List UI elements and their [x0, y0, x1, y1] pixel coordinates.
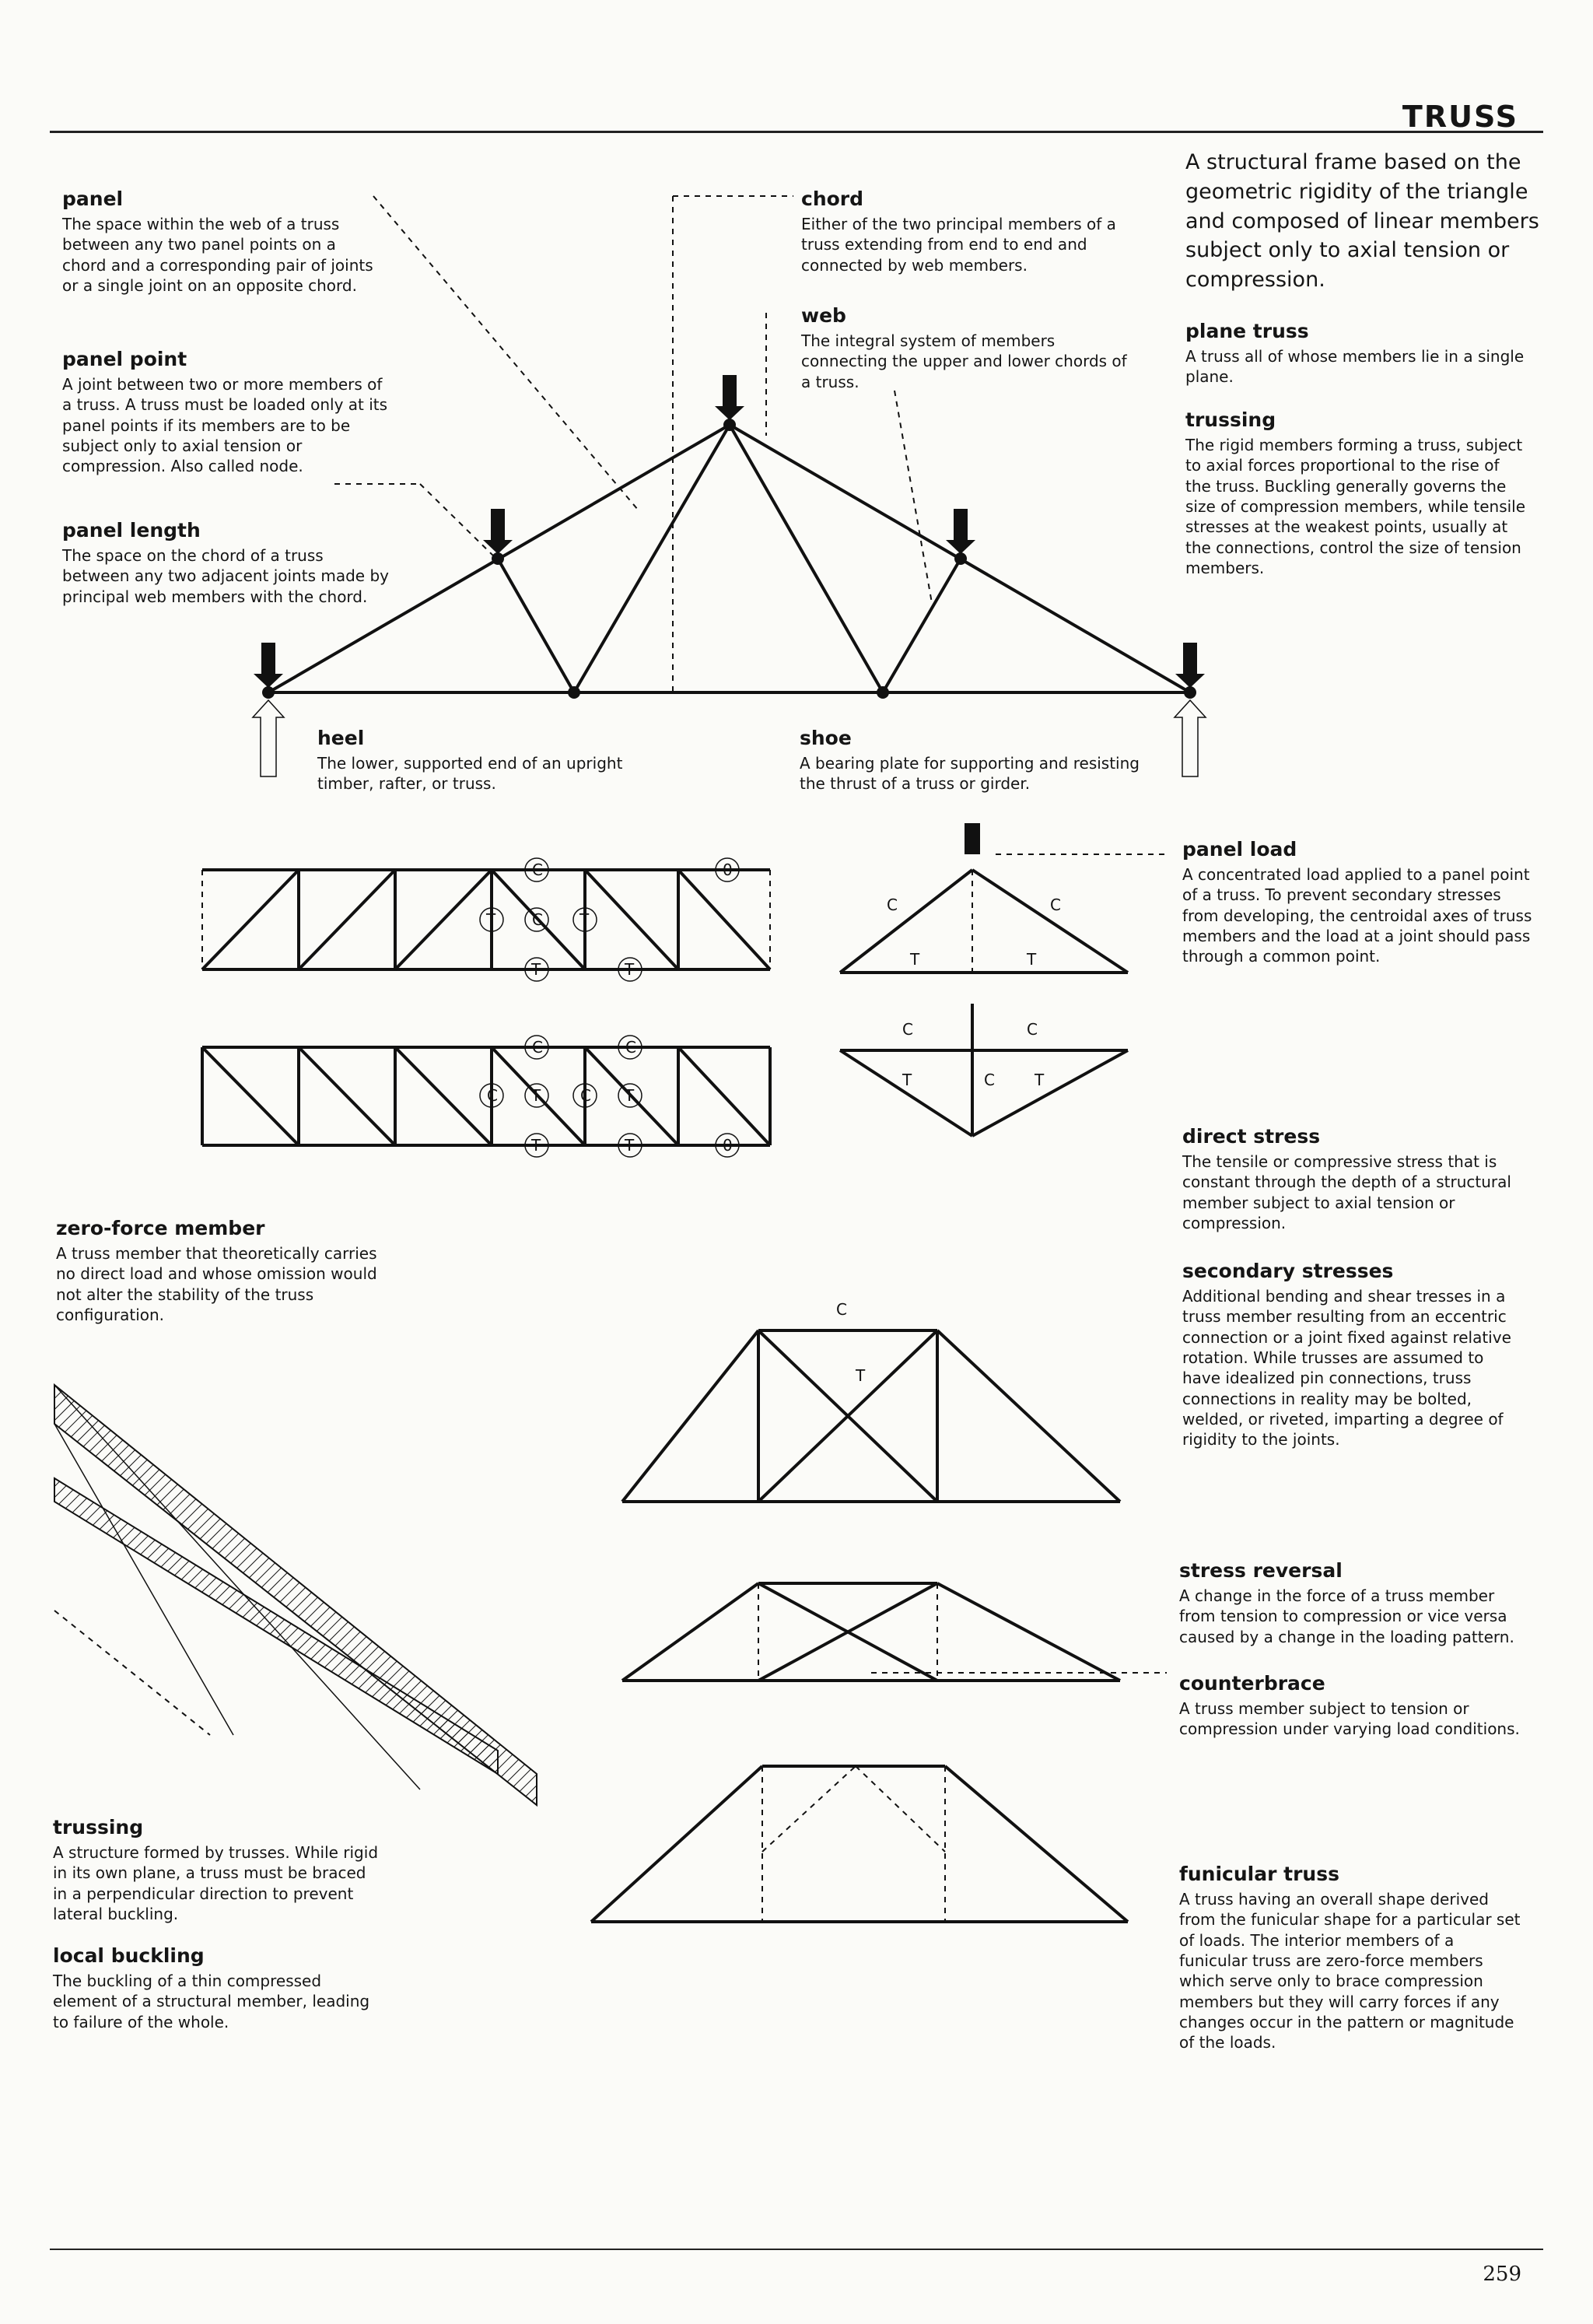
label-c: C	[625, 1038, 636, 1057]
entry-shoe: shoe A bearing plate for supporting and …	[800, 727, 1142, 794]
term-shoe: shoe	[800, 727, 852, 749]
term-funicular-truss: funicular truss	[1179, 1863, 1339, 1885]
term-zero-force-member: zero-force member	[56, 1217, 265, 1239]
stress-reversal-truss	[621, 1582, 1167, 1682]
label-t: T	[855, 1366, 866, 1385]
def-direct-stress: The tensile or compressive stress that i…	[1182, 1151, 1511, 1232]
label-t: T	[1034, 1071, 1045, 1089]
parallel-chord-truss-bottom: C C C T C T T T 0	[201, 1035, 772, 1158]
def-panel-load: A concentrated load applied to a panel p…	[1182, 864, 1532, 966]
label-c: C	[1027, 1020, 1038, 1039]
def-funicular-truss: A truss having an overall shape derived …	[1179, 1889, 1521, 2052]
def-panel-point: A joint between two or more members of a…	[62, 374, 388, 476]
label-t: T	[1026, 950, 1037, 969]
section-title: TRUSS	[1402, 100, 1518, 134]
term-plane-truss: plane truss	[1185, 320, 1309, 342]
entry-panel: panel The space within the web of a trus…	[62, 188, 373, 296]
label-zero: 0	[723, 861, 733, 879]
def-zero-force-member: A truss member that theoretically carrie…	[56, 1243, 377, 1324]
main-truss-diagram	[251, 195, 1207, 777]
label-t: T	[902, 1071, 912, 1089]
term-panel: panel	[62, 188, 124, 210]
label-t: T	[530, 960, 541, 979]
label-c: C	[984, 1071, 995, 1089]
def-web: The integral system of members connectin…	[801, 331, 1127, 391]
label-t: T	[909, 950, 920, 969]
entry-counterbrace: counterbrace A truss member subject to t…	[1179, 1672, 1521, 1740]
def-trussing-structure: A structure formed by trusses. While rig…	[53, 1842, 379, 1923]
entry-panel-point: panel point A joint between two or more …	[62, 348, 389, 477]
term-trussing-members: trussing	[1185, 408, 1276, 431]
label-c: C	[887, 896, 898, 914]
page-number: 259	[1483, 2263, 1521, 2286]
term-direct-stress: direct stress	[1182, 1125, 1321, 1148]
label-t: T	[530, 1086, 541, 1105]
def-local-buckling: The buckling of a thin compressed elemen…	[53, 1971, 370, 2031]
label-t: T	[485, 910, 496, 929]
term-heel: heel	[317, 727, 365, 749]
entry-trussing-members: trussing The rigid members forming a tru…	[1185, 408, 1528, 578]
term-web: web	[801, 304, 846, 327]
term-chord: chord	[801, 188, 864, 210]
space-truss-sketch	[54, 1383, 537, 1807]
entry-web: web The integral system of members conne…	[801, 304, 1128, 392]
entry-panel-length: panel length The space on the chord of a…	[62, 519, 389, 607]
def-shoe: A bearing plate for supporting and resis…	[800, 753, 1140, 794]
label-t: T	[624, 1136, 635, 1155]
entry-plane-truss: plane truss A truss all of whose members…	[1185, 320, 1528, 387]
entry-stress-reversal: stress reversal A change in the force of…	[1179, 1559, 1521, 1647]
entry-heel: heel The lower, supported end of an upri…	[317, 727, 644, 794]
term-local-buckling: local buckling	[53, 1944, 205, 1967]
def-panel-length: The space on the chord of a truss betwee…	[62, 545, 389, 606]
def-chord: Either of the two principal members of a…	[801, 214, 1116, 275]
def-counterbrace: A truss member subject to tension or com…	[1179, 1698, 1520, 1739]
label-c: C	[580, 1086, 591, 1105]
def-stress-reversal: A change in the force of a truss member …	[1179, 1586, 1514, 1646]
intro-definition: A structural frame based on the geometri…	[1185, 150, 1539, 293]
label-c: C	[487, 1086, 498, 1105]
def-panel: The space within the web of a truss betw…	[62, 214, 373, 295]
def-secondary-stresses: Additional bending and shear tresses in …	[1182, 1286, 1511, 1449]
def-plane-truss: A truss all of whose members lie in a si…	[1185, 346, 1525, 387]
header-rule	[50, 131, 1543, 133]
def-trussing-members: The rigid members forming a truss, subje…	[1185, 435, 1526, 578]
term-panel-length: panel length	[62, 519, 201, 542]
label-c: C	[902, 1020, 913, 1039]
term-panel-point: panel point	[62, 348, 187, 370]
label-t: T	[624, 960, 635, 979]
label-c: C	[836, 1300, 847, 1319]
entry-panel-load: panel load A concentrated load applied t…	[1182, 838, 1532, 967]
label-t: T	[579, 910, 590, 929]
footer-rule	[50, 2249, 1543, 2250]
label-t: T	[624, 1086, 635, 1105]
funicular-truss	[590, 1765, 1129, 1923]
entry-chord: chord Either of the two principal member…	[801, 188, 1128, 275]
entry-zero-force-member: zero-force member A truss member that th…	[56, 1217, 383, 1325]
label-c: C	[532, 910, 543, 929]
entry-trussing-structure: trussing A structure formed by trusses. …	[53, 1816, 380, 1924]
term-stress-reversal: stress reversal	[1179, 1559, 1343, 1582]
label-zero: 0	[723, 1136, 733, 1155]
entry-funicular-truss: funicular truss A truss having an overal…	[1179, 1863, 1521, 2053]
parallel-chord-truss-top: C T C T T T 0	[201, 857, 772, 982]
def-heel: The lower, supported end of an upright t…	[317, 753, 623, 794]
term-secondary-stresses: secondary stresses	[1182, 1260, 1394, 1282]
panel-load-diagram: C C T T C C T C T	[839, 823, 1167, 1137]
label-t: T	[530, 1136, 541, 1155]
label-c: C	[1050, 896, 1061, 914]
secondary-stress-truss: C T	[621, 1300, 1122, 1503]
label-c: C	[532, 1038, 543, 1057]
term-panel-load: panel load	[1182, 838, 1297, 861]
entry-secondary-stresses: secondary stresses Additional bending an…	[1182, 1260, 1525, 1450]
entry-direct-stress: direct stress The tensile or compressive…	[1182, 1125, 1525, 1233]
term-counterbrace: counterbrace	[1179, 1672, 1325, 1695]
label-c: C	[532, 861, 543, 879]
term-trussing-structure: trussing	[53, 1816, 144, 1839]
entry-local-buckling: local buckling The buckling of a thin co…	[53, 1944, 380, 2032]
